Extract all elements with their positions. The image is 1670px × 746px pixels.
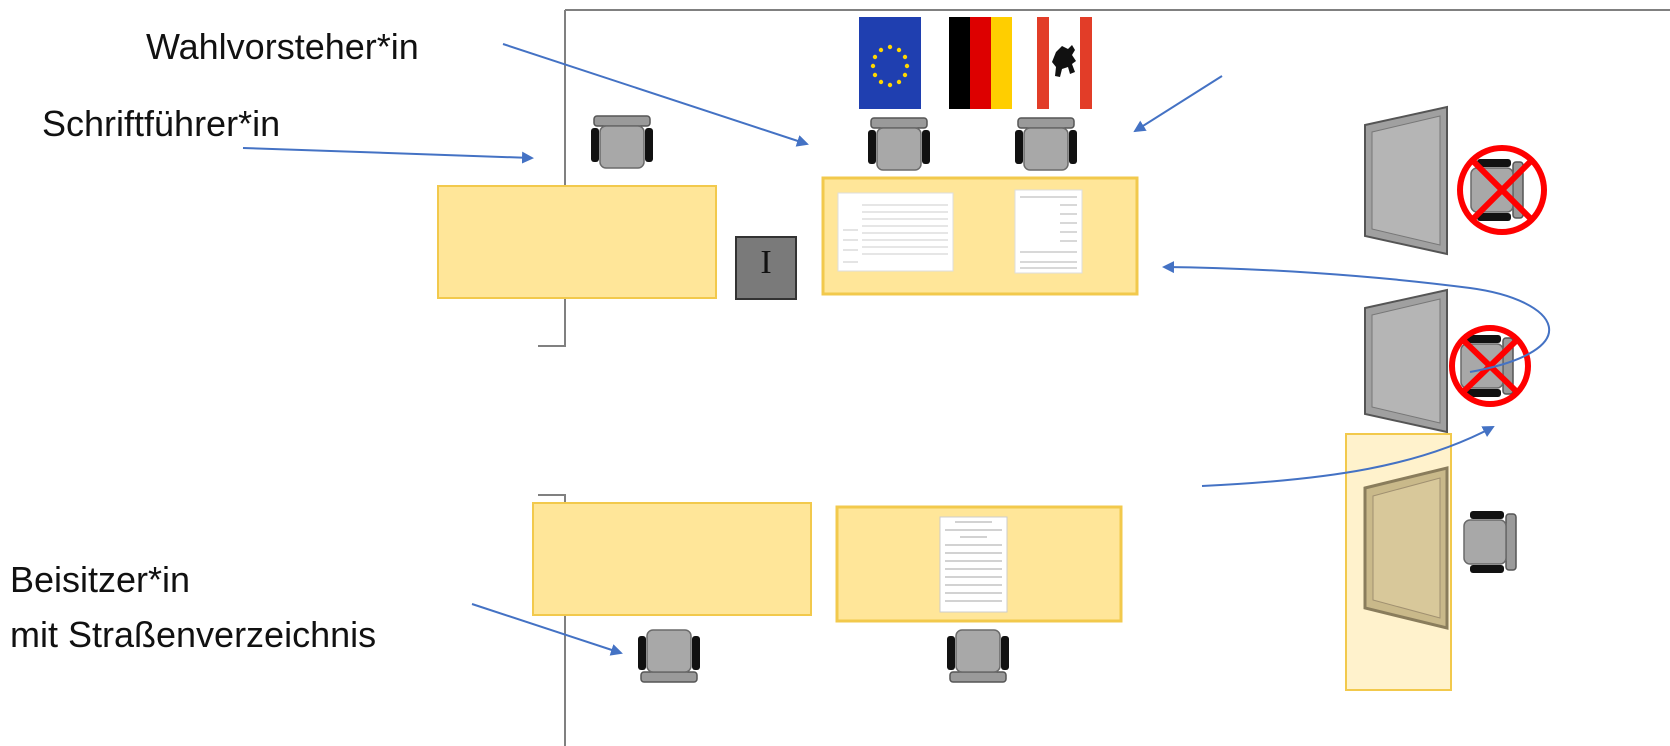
room-walls [538,9,1670,746]
chair-crossed-2 [1449,325,1531,407]
chair-crossed-1 [1457,145,1547,235]
label-beisitzer: Beisitzer*in [10,559,191,600]
chair-accessible [1463,510,1517,574]
arrow-beisitzer [471,603,623,656]
arrow-to-booth [1201,426,1495,487]
accessible-booth [1345,433,1452,691]
label-wahlvorsteher: Wahlvorsteher*in [146,26,419,67]
label-beisitzer-sub: mit Straßenverzeichnis [10,614,377,655]
arrow-deputy [1133,75,1223,133]
ballot-box [735,236,797,300]
arrows [242,43,1551,656]
chair-deputy [1014,117,1078,171]
label-schriftfuehrer: Schriftführer*in [42,103,281,144]
chair-ballot-issue [946,629,1010,683]
germany-flag [949,17,1012,109]
chair-schriftfuehrer [590,115,654,169]
arrow-exit-return [1162,261,1551,373]
eu-flag [859,17,921,109]
table-beisitzer [532,502,812,616]
table-schriftfuehrer [437,185,717,299]
arrow-schriftfuehrer [242,147,534,164]
voting-booth-1 [1364,105,1448,256]
berlin-flag [1037,17,1092,109]
chair-beisitzer [637,629,701,683]
voting-booth-2 [1364,288,1448,434]
table-wahlvorsteher [821,176,1139,296]
ballot-box-sign: I [760,244,772,281]
arrow-wahlvorsteher [502,43,809,147]
chair-wahlvorsteher [867,117,931,171]
table-ballot-issue [835,505,1123,623]
